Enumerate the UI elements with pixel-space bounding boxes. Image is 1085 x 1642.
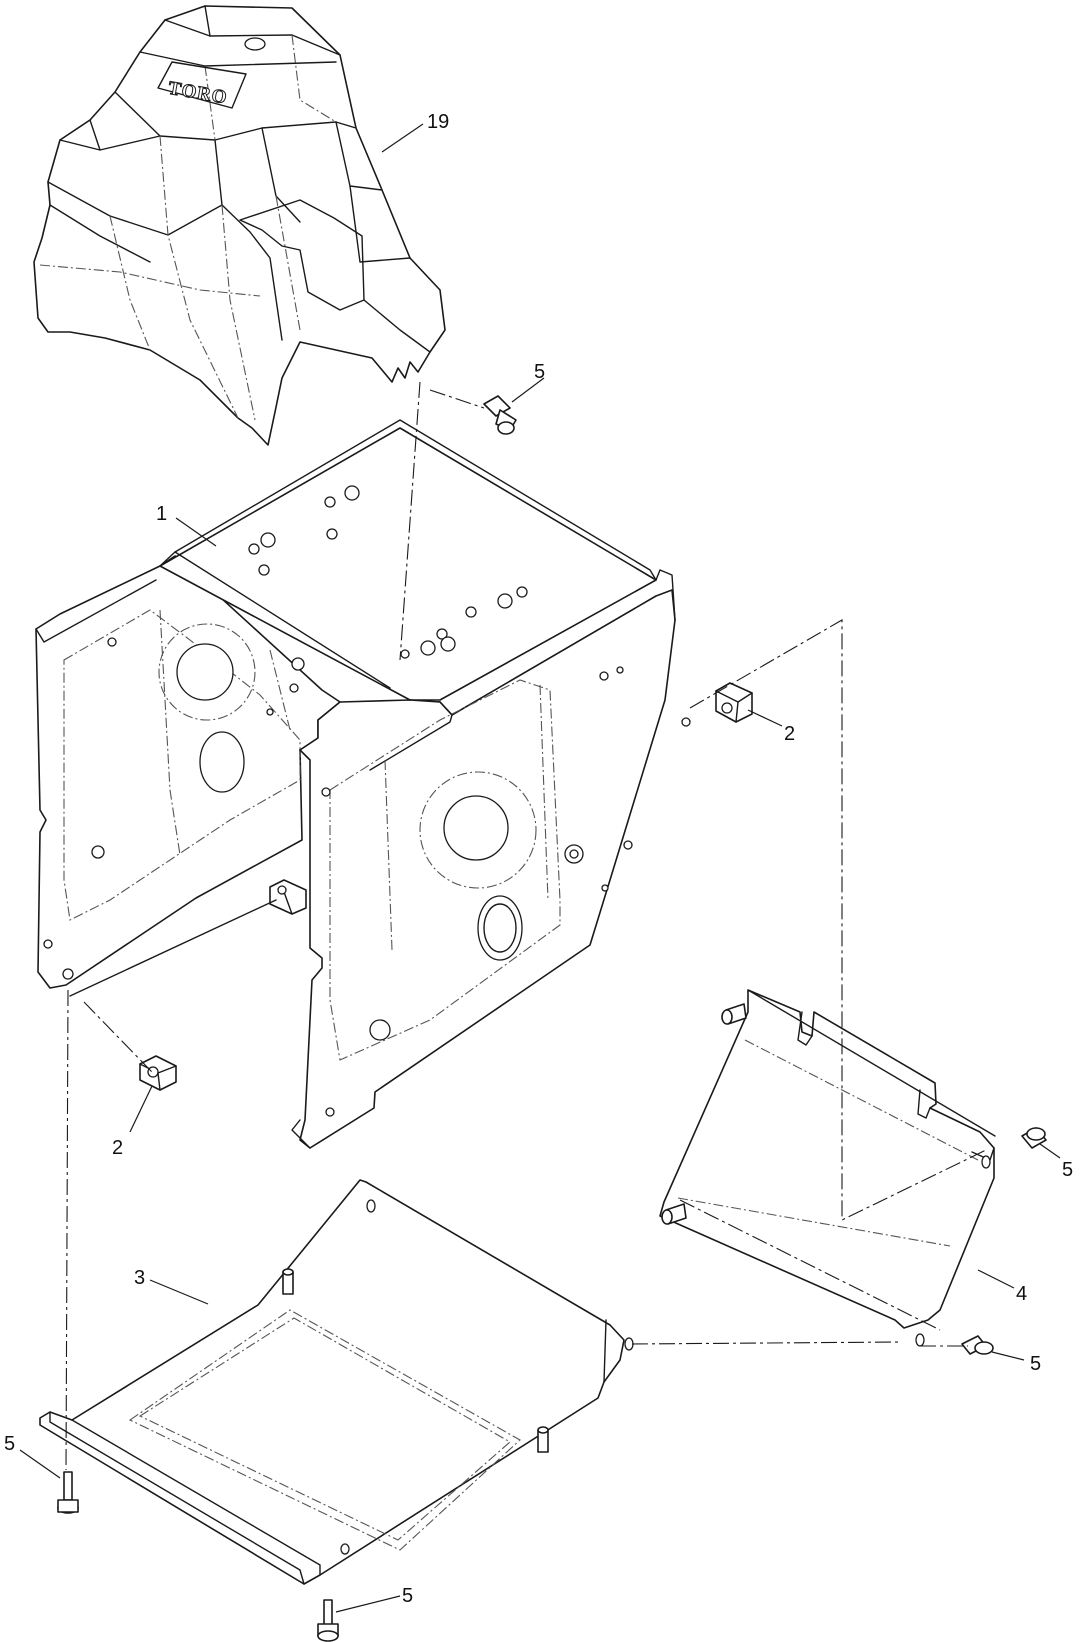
callout-5-bolt-bottom-center: 5 (402, 1585, 413, 1607)
callout-19-cover: 19 (427, 111, 449, 133)
callout-2-clip-left: 2 (112, 1137, 123, 1159)
callout-5-bolt-top: 5 (534, 361, 545, 383)
callout-2-clip-right: 2 (784, 723, 795, 745)
callout-5-bolt-right-lower: 5 (1030, 1353, 1041, 1375)
spring-clip-mid-part (69, 879, 307, 997)
spring-clip-left-part (139, 1055, 177, 1091)
callout-1-frame: 1 (156, 503, 167, 525)
bolt-right-lower-part (961, 1335, 994, 1355)
bolt-left-bottom-part (57, 1471, 79, 1514)
assembly-centerlines (65, 381, 987, 1471)
callout-5-bolt-left-bottom: 5 (4, 1433, 15, 1455)
spring-clip-right-part (715, 682, 753, 723)
bolt-top-part (483, 395, 517, 435)
main-frame-part (35, 419, 691, 1149)
callout-5-bolt-right-upper: 5 (1062, 1159, 1073, 1181)
cover-shroud-part: TORO (33, 5, 446, 446)
bottom-plate-part (39, 1179, 634, 1585)
callout-4-side-plate: 4 (1016, 1283, 1027, 1305)
bolt-right-upper-part (1021, 1127, 1047, 1149)
callout-leaders (19, 123, 1061, 1613)
side-plate-part (659, 989, 996, 1347)
callout-3-bottom-plate: 3 (134, 1267, 145, 1289)
bolt-bottom-center-part (317, 1599, 339, 1642)
cover-hole (244, 37, 266, 51)
callout-numbers: 19 5 1 2 2 5 3 4 5 5 5 (4, 111, 1073, 1607)
